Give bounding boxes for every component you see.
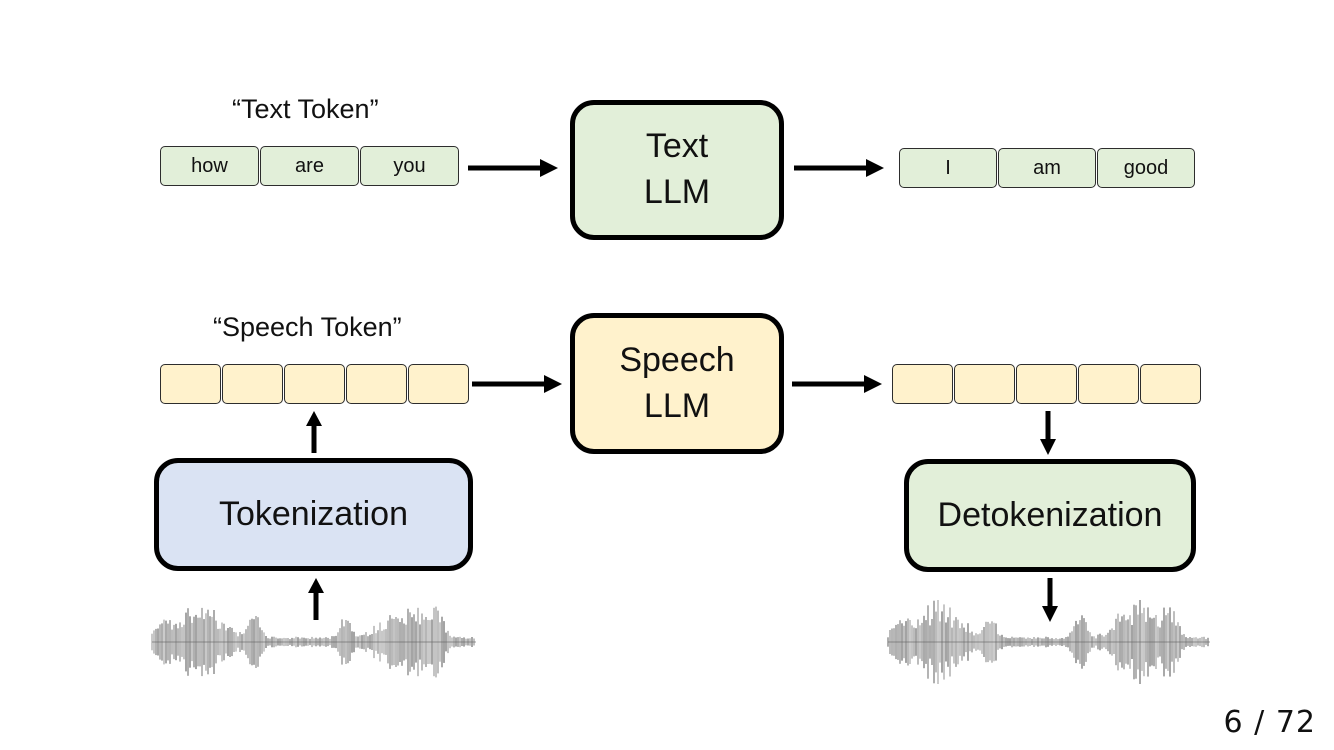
speech-input-arrow	[472, 375, 562, 393]
page-number: 6 / 72	[1223, 705, 1316, 740]
waveform-to-tokenization-arrow	[308, 578, 324, 620]
speech-input-token	[408, 364, 469, 404]
speech-input-token	[346, 364, 407, 404]
speech-output-token	[1078, 364, 1139, 404]
text-input-token: how	[160, 146, 259, 186]
tokenization-to-token-arrow	[306, 411, 322, 453]
speech-output-token	[892, 364, 953, 404]
text-output-token-row: I am good	[899, 148, 1195, 188]
speech-input-token	[160, 364, 221, 404]
text-input-token: are	[260, 146, 359, 186]
detokenization-to-waveform-arrow	[1042, 578, 1058, 622]
text-input-token: you	[360, 146, 459, 186]
text-output-token: I	[899, 148, 997, 188]
speech-output-token	[1016, 364, 1077, 404]
speech-input-token	[284, 364, 345, 404]
speech-token-title: “Speech Token”	[213, 312, 402, 342]
speech-input-token	[222, 364, 283, 404]
detokenization-label: Detokenization	[937, 495, 1163, 534]
output-waveform	[887, 600, 1210, 684]
detokenization-box: Detokenization	[904, 459, 1196, 572]
tokenization-box: Tokenization	[154, 458, 473, 571]
speech-output-token-row	[892, 364, 1201, 404]
speech-input-token-row	[160, 364, 469, 404]
text-token-title: “Text Token”	[232, 94, 379, 124]
text-output-token: am	[998, 148, 1096, 188]
speech-llm-label-line1: Speech	[619, 340, 735, 379]
speech-output-token	[954, 364, 1015, 404]
speech-output-token	[1140, 364, 1201, 404]
text-llm-label-line2: LLM	[643, 173, 711, 211]
tokenization-label: Tokenization	[218, 494, 408, 533]
text-llm-box: Text LLM	[570, 100, 784, 240]
speech-llm-box: Speech LLM	[570, 313, 784, 454]
input-waveform	[151, 606, 476, 678]
token-to-detokenization-arrow	[1040, 411, 1056, 455]
speech-output-arrow	[792, 375, 882, 393]
speech-llm-label-line2: LLM	[643, 386, 711, 425]
text-output-token: good	[1097, 148, 1195, 188]
text-input-token-row: how are you	[160, 146, 459, 186]
text-llm-label-line1: Text	[645, 127, 709, 166]
text-input-arrow	[468, 159, 558, 177]
text-output-arrow	[794, 159, 884, 177]
